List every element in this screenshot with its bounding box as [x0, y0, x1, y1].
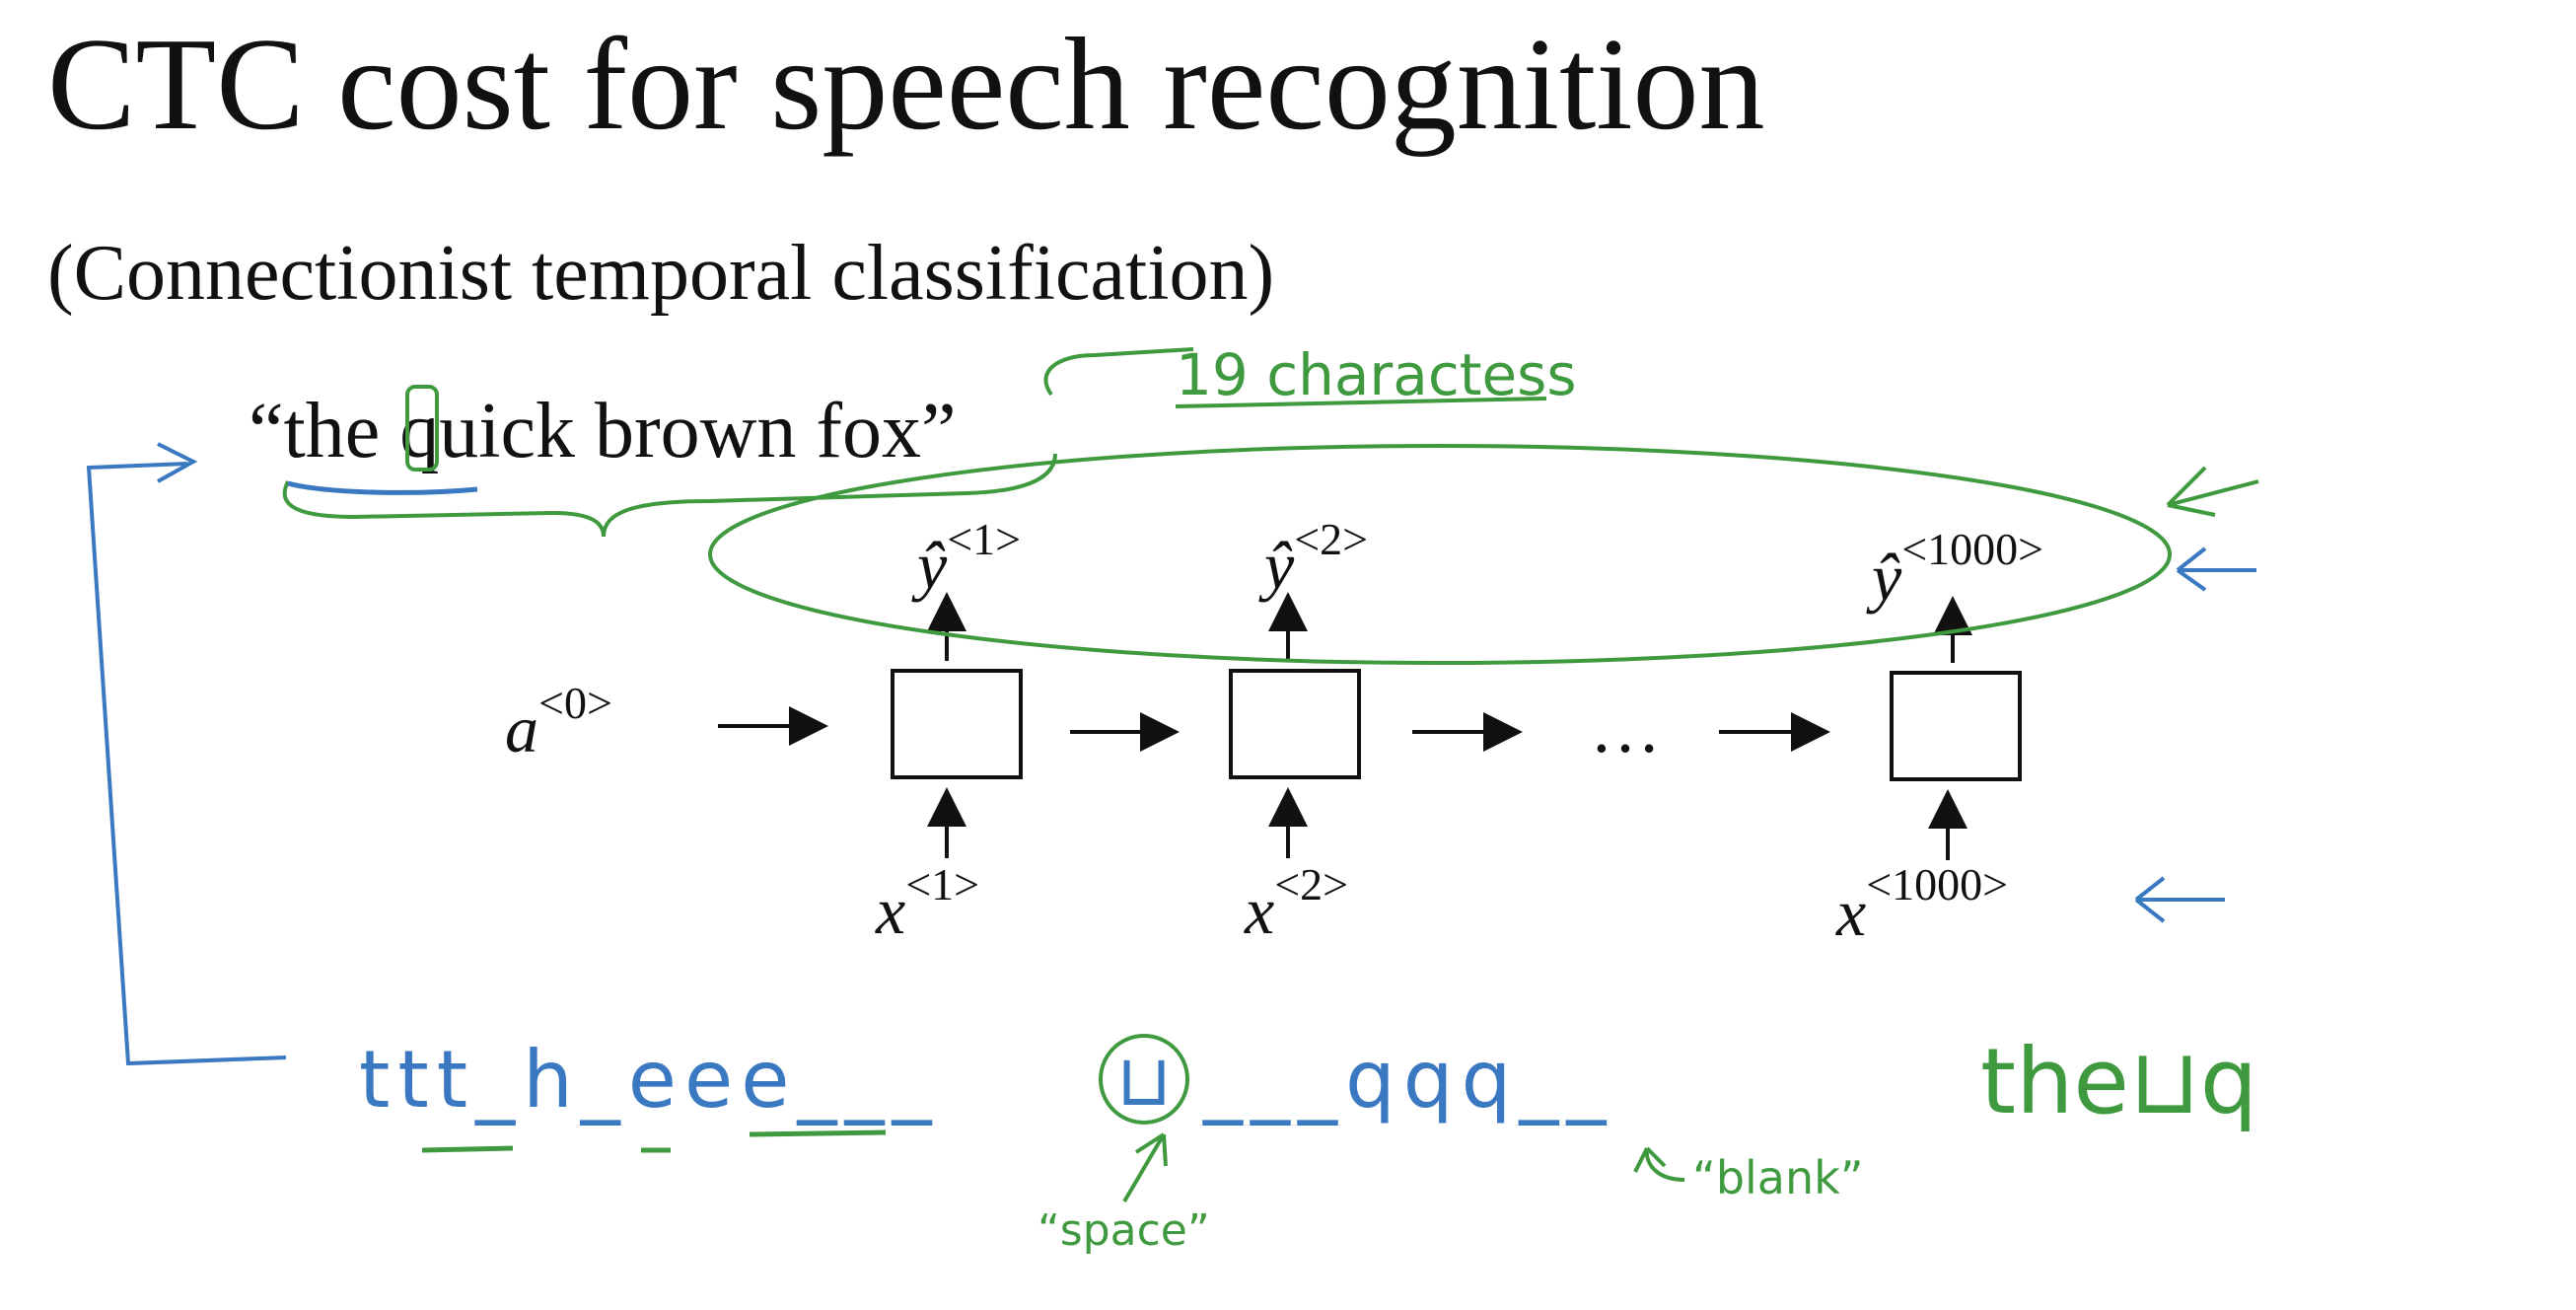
- underline-eee: [749, 1129, 887, 1137]
- input-label-1: x<1>: [875, 859, 979, 948]
- space-circle: [1099, 1034, 1189, 1125]
- space-pointer: [1122, 1132, 1168, 1203]
- rnn-cell-1000: [1890, 671, 2022, 781]
- space-highlight-box: [405, 385, 439, 472]
- output-label-2: ŷ<2>: [1258, 514, 1368, 603]
- rnn-cell-2: [1229, 669, 1361, 779]
- output-label-1000: ŷ<1000>: [1866, 524, 2043, 615]
- char-count-label: 19 charactess: [1176, 341, 1577, 408]
- transcript-underline: [287, 480, 478, 495]
- input-label-1000: x<1000>: [1835, 859, 2008, 950]
- space-label: “space”: [1038, 1205, 1210, 1256]
- underline-ttt: [421, 1145, 514, 1153]
- space-symbol: ⊔: [1116, 1039, 1172, 1122]
- input-label-2: x<2>: [1244, 859, 1348, 948]
- char-count-pointer: [1043, 347, 1194, 397]
- slide-title: CTC cost for speech recognition: [47, 11, 1765, 157]
- initial-activation-label: a<0>: [505, 678, 612, 766]
- rnn-cell-1: [891, 669, 1023, 779]
- outputs-arrow: [2166, 466, 2259, 517]
- collapsed-result: the⊔q: [1980, 1029, 2257, 1134]
- slide-subtitle: (Connectionist temporal classification): [47, 230, 1275, 317]
- char-count-underline: [1175, 397, 1547, 408]
- feedback-bracket: [86, 442, 287, 1066]
- blank-pointer: [1633, 1146, 1685, 1182]
- inputs-blue-arrow: [2134, 876, 2225, 923]
- blank-label: “blank”: [1692, 1151, 1864, 1204]
- ellipsis: …: [1590, 689, 1661, 767]
- output-sequence: ttt_h_eee___: [359, 1034, 939, 1126]
- transcript-brace: [282, 453, 1057, 538]
- output-label-1: ŷ<1>: [911, 514, 1021, 603]
- transcript-text: “the quick brown fox”: [249, 388, 957, 474]
- output-sequence-tail: ___qqq__: [1202, 1034, 1613, 1126]
- output-ellipse: [708, 444, 2172, 665]
- outputs-blue-arrow: [2176, 546, 2256, 592]
